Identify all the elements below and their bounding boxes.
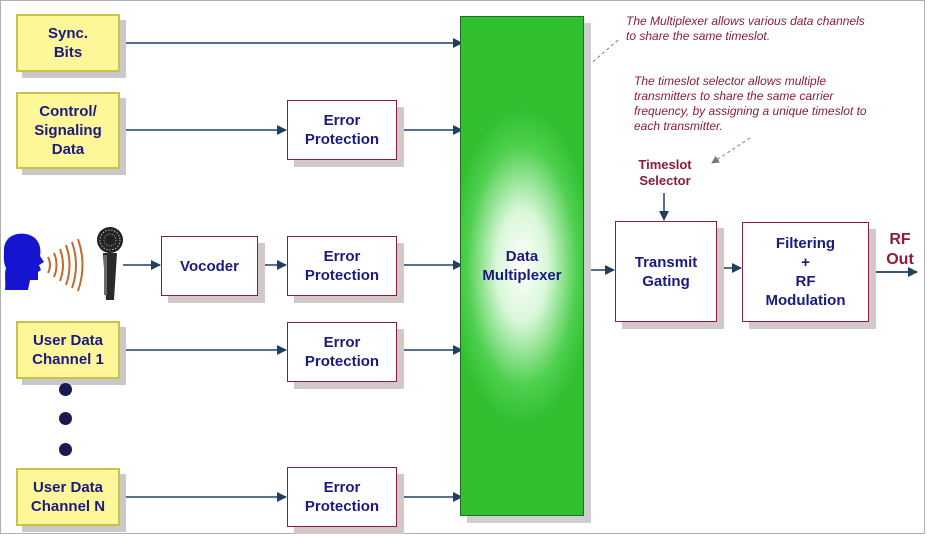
timeslot-note: The timeslot selector allows multiple tr… (634, 74, 867, 133)
sync-bits-box: Sync. Bits (16, 14, 120, 72)
user-data-1-label: User Data Channel 1 (32, 332, 104, 368)
user-data-n-label: User Data Channel N (30, 479, 106, 515)
transmit-gating-label: Transmit Gating (634, 253, 698, 290)
vocoder-label: Vocoder (180, 257, 239, 275)
data-multiplexer-label: Data Multiplexer (482, 248, 562, 284)
error-protection-label-4: Error Protection (304, 479, 380, 515)
error-protection-box-4: Error Protection (287, 467, 397, 527)
error-protection-label-3: Error Protection (304, 334, 380, 370)
ellipsis-dot-2 (59, 412, 72, 425)
sync-bits-label: Sync. Bits (47, 25, 89, 61)
user-data-n-box: User Data Channel N (16, 468, 120, 526)
ellipsis-dot-3 (59, 443, 72, 456)
ellipsis-dot-1 (59, 383, 72, 396)
multiplexer-note: The Multiplexer allows various data chan… (626, 14, 865, 43)
vocoder-box: Vocoder (161, 236, 258, 296)
error-protection-box-1: Error Protection (287, 100, 397, 160)
user-data-1-box: User Data Channel 1 (16, 321, 120, 379)
error-protection-box-2: Error Protection (287, 236, 397, 296)
control-signaling-box: Control/ Signaling Data (16, 92, 120, 169)
transmit-gating-box: Transmit Gating (615, 221, 717, 322)
speaking-head-icon (3, 233, 44, 290)
filtering-rf-modulation-label: Filtering + RF Modulation (765, 235, 846, 309)
error-protection-box-3: Error Protection (287, 322, 397, 382)
error-protection-label-1: Error Protection (304, 112, 380, 148)
data-multiplexer-block: Data Multiplexer (460, 16, 584, 516)
pointer-timeslot-note (711, 137, 751, 164)
control-signaling-label: Control/ Signaling Data (34, 103, 102, 158)
rf-out-label: RF Out (886, 231, 914, 268)
sound-waves-icon (47, 238, 84, 292)
timeslot-selector-label: Timeslot Selector (638, 157, 692, 188)
microphone-icon (97, 227, 123, 300)
error-protection-label-2: Error Protection (304, 248, 380, 284)
filtering-rf-modulation-box: Filtering + RF Modulation (742, 222, 869, 322)
